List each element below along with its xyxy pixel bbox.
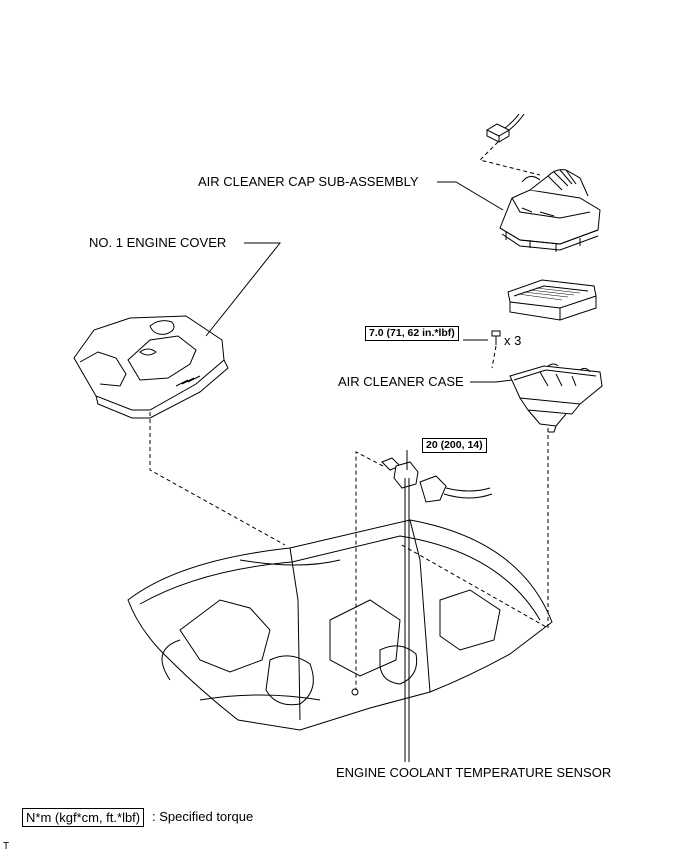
coolant-sensor-label: ENGINE COOLANT TEMPERATURE SENSOR [336, 765, 612, 780]
leader-air-cleaner-case [470, 379, 513, 383]
air-cleaner-case [509, 363, 603, 433]
no-1-engine-cover [73, 315, 229, 419]
legend-description: : Specified torque [152, 809, 254, 824]
air-filter-element [507, 279, 597, 321]
corner-mark: T [3, 841, 10, 852]
engine-coolant-temperature-sensor [381, 457, 493, 503]
bolt-torque-spec: 7.0 (71, 62 in.*lbf) [365, 326, 459, 341]
air-cleaner-case-label: AIR CLEANER CASE [338, 374, 464, 389]
air-cleaner-cap-label: AIR CLEANER CAP SUB-ASSEMBLY [198, 174, 419, 189]
leader-air-cleaner-cap [437, 181, 504, 211]
legend-torque-unit: N*m (kgf*cm, ft.*lbf) [22, 808, 145, 827]
air-cleaner-connector [485, 113, 525, 143]
engine-cover-label: NO. 1 ENGINE COVER [89, 235, 227, 250]
engine-compartment [127, 519, 553, 731]
bolt-quantity: x 3 [504, 333, 522, 348]
sensor-torque-spec: 20 (200, 14) [422, 438, 487, 453]
leader-engine-cover [205, 242, 282, 337]
case-bolt [491, 330, 501, 345]
air-cleaner-cap-sub-assembly [499, 169, 601, 252]
